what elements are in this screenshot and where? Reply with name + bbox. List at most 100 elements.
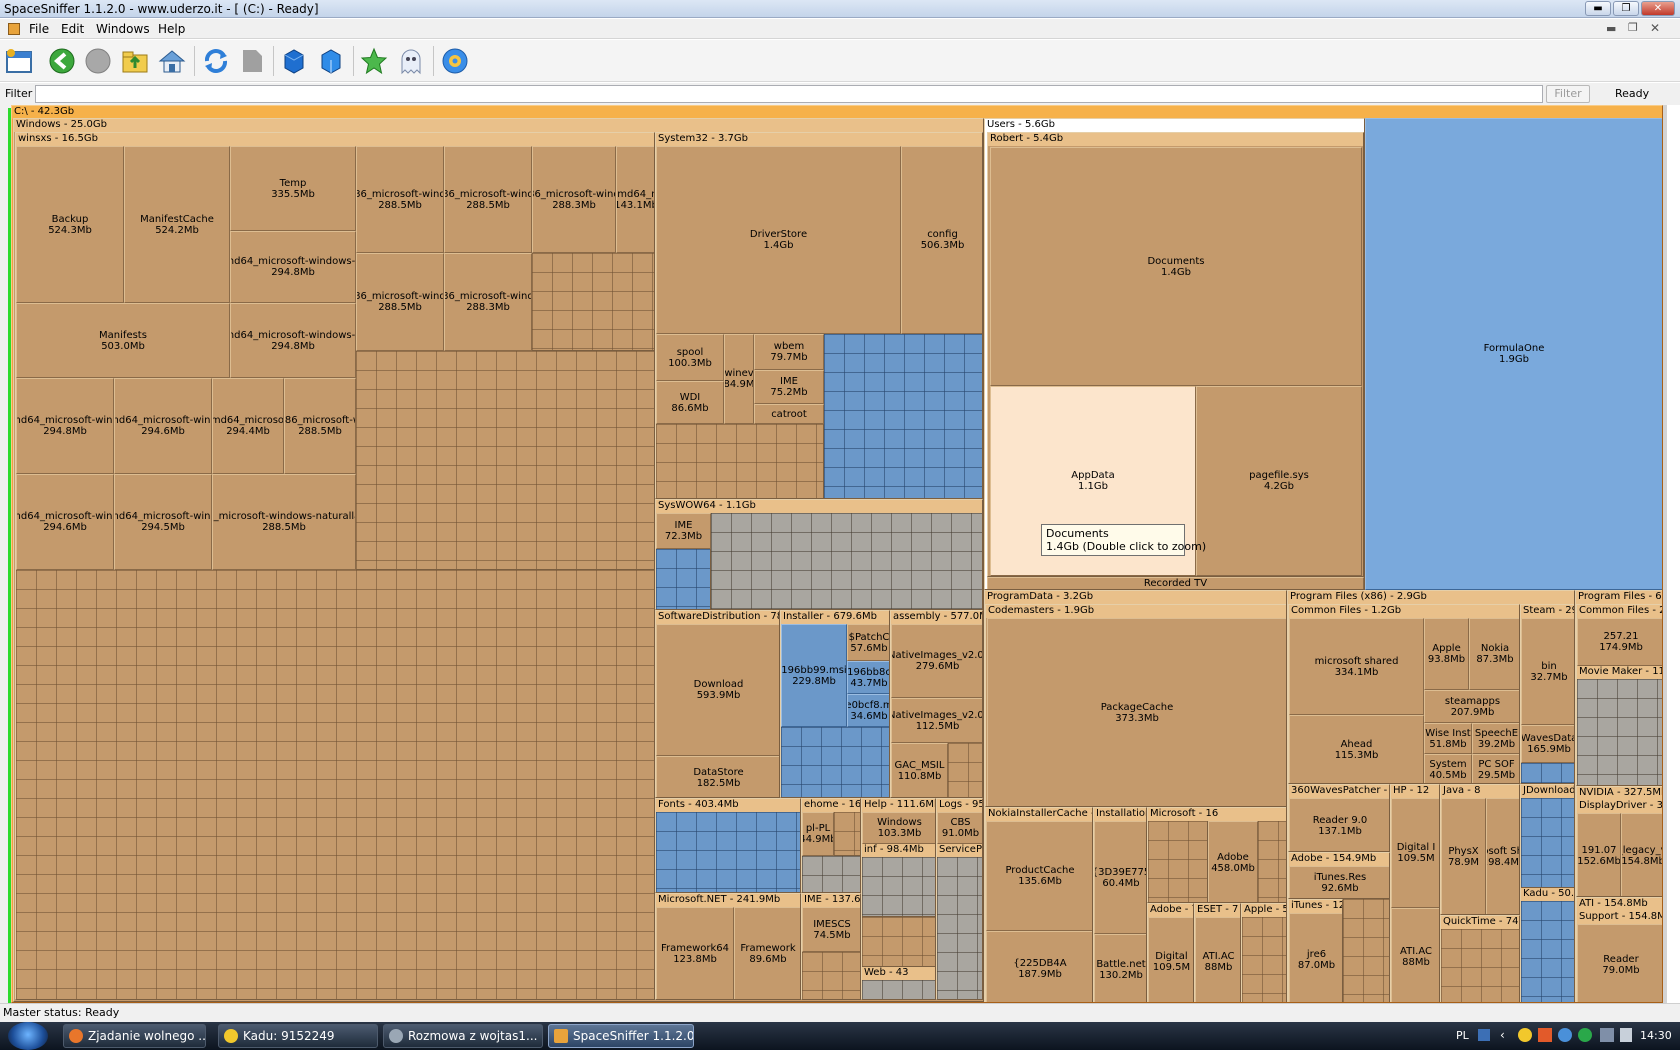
leaf-x86-4[interactable]: x86_microsoft-windo288.5Mb bbox=[356, 253, 444, 351]
microsoft16-small-files[interactable] bbox=[1258, 821, 1286, 902]
folder-nvidia[interactable]: NVIDIA - 327.5Mb DisplayDriver - 327.5M … bbox=[1576, 786, 1662, 897]
inf-small-files[interactable] bbox=[862, 857, 935, 917]
small-files-cluster[interactable] bbox=[356, 351, 654, 570]
tray-kadu-icon[interactable] bbox=[1518, 1028, 1532, 1042]
microsoft16-small-files[interactable] bbox=[1148, 821, 1208, 902]
leaf-amd64-w-1[interactable]: amd64_microsoft-windo294.8Mb bbox=[16, 378, 114, 474]
folder-softwaredistribution[interactable]: SoftwareDistribution - 780.1M Download59… bbox=[655, 610, 780, 798]
refresh-icon[interactable] bbox=[199, 44, 233, 78]
taskbar-item-firefox[interactable]: Zjadanie wolnego ... bbox=[63, 1024, 206, 1048]
jdownload-small-files[interactable] bbox=[1521, 798, 1574, 888]
misc-small-files[interactable] bbox=[862, 917, 935, 967]
leaf-x86-5[interactable]: x86_microsoft-windo288.3Mb bbox=[444, 253, 532, 351]
apple54-small-files[interactable] bbox=[1242, 917, 1286, 1002]
ehome-small-files[interactable] bbox=[802, 856, 860, 892]
steam-small-files[interactable] bbox=[1521, 763, 1574, 783]
syswow64-small-files-blue[interactable] bbox=[656, 549, 711, 609]
ehome-small-files[interactable] bbox=[834, 812, 860, 856]
leaf-x86-1[interactable]: x86_microsoft-windo288.5Mb bbox=[356, 146, 444, 253]
leaf-physx[interactable]: Microsoft Shared198.4Mb bbox=[1486, 798, 1519, 914]
fonts-files[interactable] bbox=[656, 812, 800, 892]
leaf-x86-2[interactable]: x86_microsoft-windo288.5Mb bbox=[444, 146, 532, 253]
leaf-amd64-m[interactable]: amd64_m143.1Mb bbox=[616, 146, 654, 253]
leaf-x86-w[interactable]: x86_microsoft-w288.5Mb bbox=[284, 378, 356, 474]
stop-icon[interactable] bbox=[81, 44, 115, 78]
star-icon[interactable] bbox=[357, 44, 391, 78]
leaf-catroot[interactable]: catroot bbox=[754, 404, 824, 424]
leaf-nativeimages-1[interactable]: NativeImages_v2.0.279.6Mb bbox=[891, 624, 982, 698]
filter-button[interactable]: Filter bbox=[1546, 85, 1590, 103]
quicktime-small-files[interactable] bbox=[1441, 929, 1519, 1002]
leaf-x86-3[interactable]: x86_microsoft-windo288.3Mb bbox=[532, 146, 616, 253]
folder-jdownload[interactable]: JDownload Kadu - 50.0 bbox=[1520, 784, 1574, 1002]
system32-small-files-blue[interactable] bbox=[824, 334, 982, 498]
small-files-cluster[interactable] bbox=[16, 570, 654, 999]
small-files-cluster[interactable] bbox=[532, 253, 654, 351]
folder-nokiainstallercache[interactable]: NokiaInstallerCache - 509 ProductCache13… bbox=[985, 807, 1093, 1002]
leaf-191-07[interactable]: 10-02_legacy_vista32154.8Mb bbox=[1621, 813, 1662, 896]
pfx86-small-files[interactable] bbox=[1343, 899, 1390, 1002]
leaf-amd64-na-2[interactable]: amd64_microsoft-windows-na294.8Mb bbox=[230, 303, 356, 378]
menu-file[interactable]: File bbox=[29, 22, 50, 36]
leaf-x86-naturallang[interactable]: x86_microsoft-windows-naturallang288.5Mb bbox=[212, 474, 356, 570]
pfcommon-small-files[interactable] bbox=[1577, 679, 1662, 785]
cube-icon[interactable] bbox=[277, 44, 311, 78]
syswow64-small-files[interactable] bbox=[711, 513, 982, 609]
taskbar-item-kadu[interactable]: Kadu: 9152249 bbox=[218, 1024, 378, 1048]
cube-outline-icon[interactable] bbox=[314, 44, 348, 78]
menu-help[interactable]: Help bbox=[158, 22, 186, 36]
start-button[interactable] bbox=[8, 1022, 48, 1050]
system32-small-files[interactable] bbox=[656, 424, 824, 498]
leaf-amd64-w-3[interactable]: amd64_microsoft-windo294.6Mb bbox=[16, 474, 114, 570]
folder-quicktime[interactable]: QuickTime - 74.2 bbox=[1440, 915, 1520, 1002]
filter-input[interactable] bbox=[35, 85, 1543, 103]
new-view-icon[interactable] bbox=[2, 44, 36, 78]
menu-edit[interactable]: Edit bbox=[61, 22, 85, 36]
tray-volume-icon[interactable] bbox=[1620, 1028, 1632, 1042]
